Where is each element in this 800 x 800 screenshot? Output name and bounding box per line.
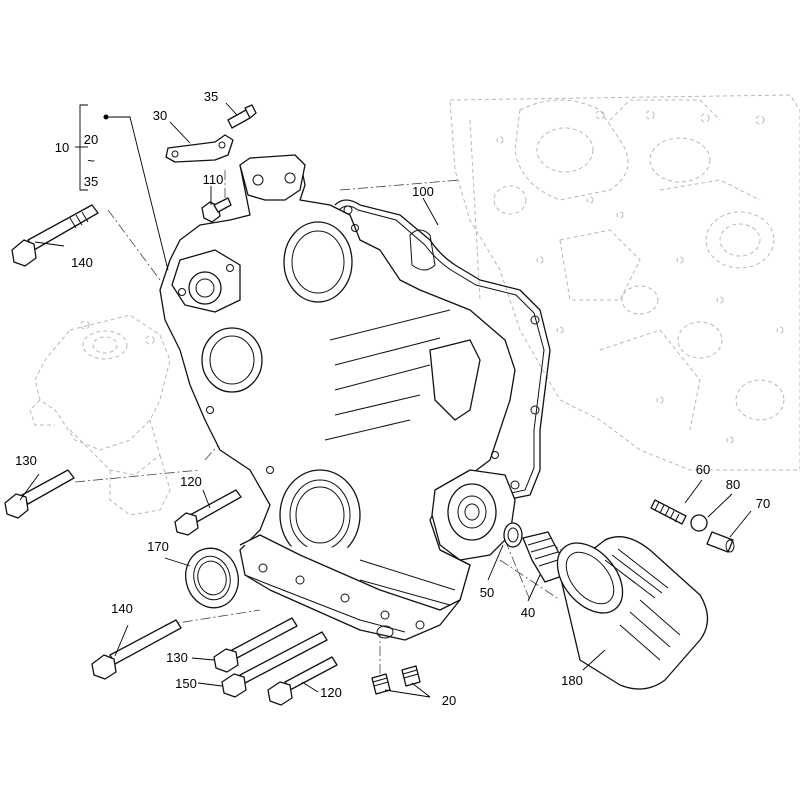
callout-150: 150 (175, 676, 197, 691)
callout-labels: 35 30 10 20 ~ 35 110 100 140 130 120 170… (15, 89, 770, 708)
bolt-part-130-lower (213, 617, 298, 673)
spring-part-60 (650, 499, 687, 525)
callout-130-left: 130 (15, 453, 37, 468)
callout-50: 50 (480, 585, 494, 600)
callout-100: 100 (412, 184, 434, 199)
long-bolt-part-140-upper (11, 204, 99, 267)
long-bolt-part-140-lower (91, 619, 182, 680)
bolt-part-130-left (4, 469, 75, 519)
callout-120-upper: 120 (180, 474, 202, 489)
engine-block-ghost (449, 94, 800, 471)
callout-180: 180 (561, 673, 583, 688)
o-ring-part-50 (503, 522, 523, 548)
callout-140-lower: 140 (111, 601, 133, 616)
callout-30: 30 (153, 108, 167, 123)
gasket-part-100 (334, 199, 551, 501)
bolt-part-120-upper (174, 489, 242, 536)
callout-80: 80 (726, 477, 740, 492)
callout-130-lower: 130 (166, 650, 188, 665)
bolt-part-35 (227, 104, 257, 129)
bolt-part-150 (221, 631, 328, 698)
callout-120-lower: 120 (320, 685, 342, 700)
relief-valve-parts (650, 499, 735, 553)
leader-lines (19, 102, 752, 698)
gear-case-housing (159, 154, 516, 641)
bolt-part-110 (201, 197, 232, 223)
ball-part-80 (690, 514, 708, 532)
plunger-part-70 (706, 531, 734, 553)
callout-10: 10 (55, 140, 69, 155)
oil-filter-part-180 (556, 536, 709, 690)
callout-35: 35 (204, 89, 218, 104)
callout-170: 170 (147, 539, 169, 554)
callout-70: 70 (756, 496, 770, 511)
callout-140-upper: 140 (71, 255, 93, 270)
plug-parts-20 (371, 665, 421, 695)
callout-range-tilde: ~ (87, 153, 95, 168)
oil-seal-part-170 (185, 547, 239, 609)
water-pump-ghost (29, 314, 171, 516)
callout-20-plugs: 20 (442, 693, 456, 708)
bolt-part-120-lower (267, 656, 338, 706)
callout-40: 40 (521, 605, 535, 620)
callout-110: 110 (203, 172, 224, 187)
bracket-plate-part-30 (165, 134, 234, 163)
callout-range-start-20: 20 (84, 132, 98, 147)
callout-60: 60 (696, 462, 710, 477)
callout-range-end-35: 35 (84, 174, 98, 189)
